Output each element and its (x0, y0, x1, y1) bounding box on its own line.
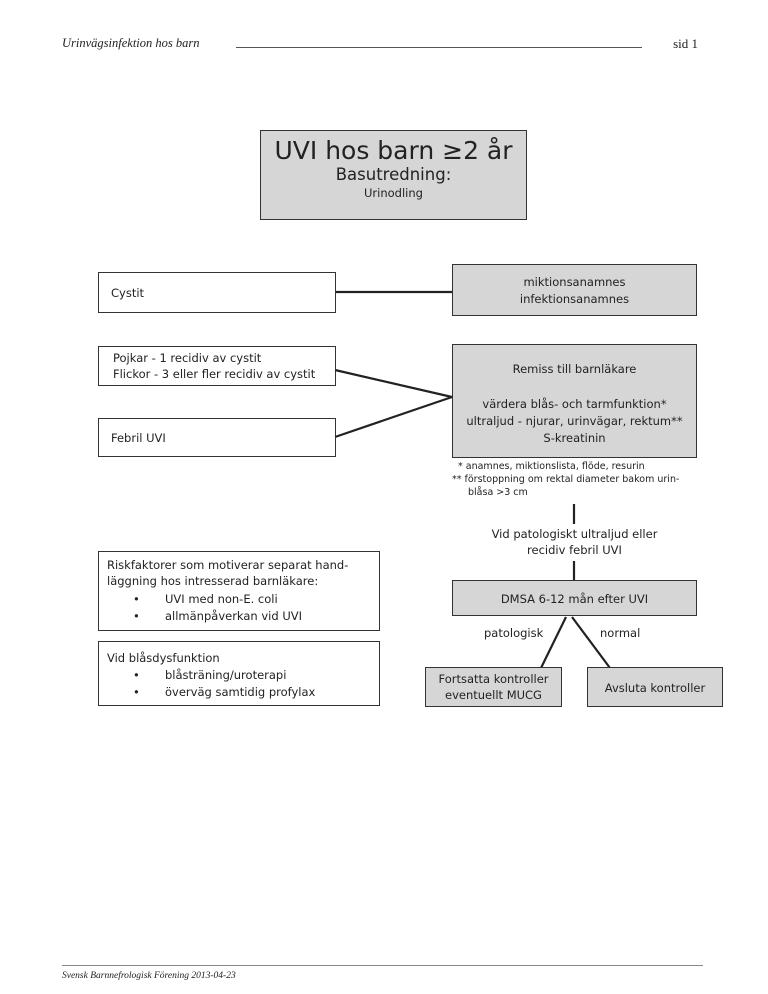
fortsatta-line-2: eventuellt MUCG (445, 688, 542, 702)
patologisk-label: patologisk (484, 626, 544, 640)
bullet-icon: • (133, 592, 140, 606)
risk-item-label: UVI med non-E. coli (165, 592, 278, 606)
remiss-box: Remiss till barnläkare värdera blås- och… (452, 344, 697, 458)
blas-item: • blåsträning/uroterapi (107, 667, 286, 683)
main-title-box: UVI hos barn ≥2 år Basutredning: Urinodl… (260, 130, 527, 220)
blas-item-label: överväg samtidig profylax (165, 685, 316, 699)
risk-item: • allmänpåverkan vid UVI (107, 608, 302, 624)
header-title: Urinvägsinfektion hos barn (62, 36, 200, 50)
header-rule (236, 47, 642, 48)
footnote-2b: blåsa >3 cm (468, 487, 528, 498)
main-subtitle: Basutredning: (335, 165, 452, 184)
anamnes-box: miktionsanamnes infektionsanamnes (452, 264, 697, 316)
connector-febril (334, 395, 453, 439)
dmsa-label: DMSA 6-12 mån efter UVI (500, 592, 649, 606)
patologiskt-line-2: recidiv febril UVI (527, 543, 622, 557)
blas-item: • överväg samtidig profylax (107, 684, 315, 700)
remiss-line-3: S-kreatinin (543, 431, 606, 445)
cystit-label: Cystit (111, 286, 145, 300)
recidiv-box: Pojkar - 1 recidiv av cystit Flickor - 3… (98, 346, 336, 386)
risk-item-label: allmänpåverkan vid UVI (165, 609, 303, 623)
fortsatta-line-1: Fortsatta kontroller (438, 672, 549, 686)
connector-normal (571, 616, 611, 669)
footer-rule (62, 965, 703, 966)
recidiv-line-2: Flickor - 3 eller fler recidiv av cystit (113, 367, 316, 381)
connector-recidiv (334, 368, 453, 399)
normal-label: normal (600, 626, 641, 640)
remiss-line-2: ultraljud - njurar, urinvägar, rektum** (466, 414, 683, 428)
connector-patologisk (540, 616, 567, 669)
anamnes-line-1: miktionsanamnes (523, 275, 626, 289)
dmsa-box: DMSA 6-12 mån efter UVI (452, 580, 697, 616)
patologiskt-line-1: Vid patologiskt ultraljud eller (491, 527, 658, 541)
recidiv-line-1: Pojkar - 1 recidiv av cystit (113, 351, 262, 365)
main-subtitle-2: Urinodling (364, 186, 423, 200)
fortsatta-box: Fortsatta kontroller eventuellt MUCG (425, 667, 562, 707)
blas-item-label: blåsträning/uroterapi (165, 668, 287, 682)
bullet-icon: • (133, 685, 140, 699)
cystit-box: Cystit (98, 272, 336, 313)
blas-title: Vid blåsdysfunktion (107, 651, 220, 665)
risk-title-line-1: Riskfaktorer som motiverar separat hand- (107, 558, 349, 572)
avsluta-label: Avsluta kontroller (604, 681, 706, 695)
risk-title-line-2: läggning hos intresserad barnläkare: (107, 574, 319, 588)
anamnes-line-2: infektionsanamnes (519, 292, 630, 306)
remiss-line-1: värdera blås- och tarmfunktion* (482, 397, 667, 411)
risk-box: Riskfaktorer som motiverar separat hand-… (98, 551, 380, 631)
footnote-2a: ** förstoppning om rektal diameter bakom… (452, 474, 680, 485)
febril-box: Febril UVI (98, 418, 336, 457)
febril-label: Febril UVI (111, 431, 166, 445)
risk-item: • UVI med non-E. coli (107, 591, 278, 607)
main-title: UVI hos barn ≥2 år (274, 136, 513, 165)
avsluta-box: Avsluta kontroller (587, 667, 723, 707)
bullet-icon: • (133, 609, 140, 623)
remiss-title: Remiss till barnläkare (512, 362, 637, 376)
footnote-1: * anamnes, miktionslista, flöde, resurin (458, 461, 645, 472)
bullet-icon: • (133, 668, 140, 682)
blasdysfunktion-box: Vid blåsdysfunktion • blåsträning/uroter… (98, 641, 380, 706)
page-number: sid 1 (673, 36, 698, 51)
footer-text: Svensk Barnnefrologisk Förening 2013-04-… (62, 971, 236, 981)
